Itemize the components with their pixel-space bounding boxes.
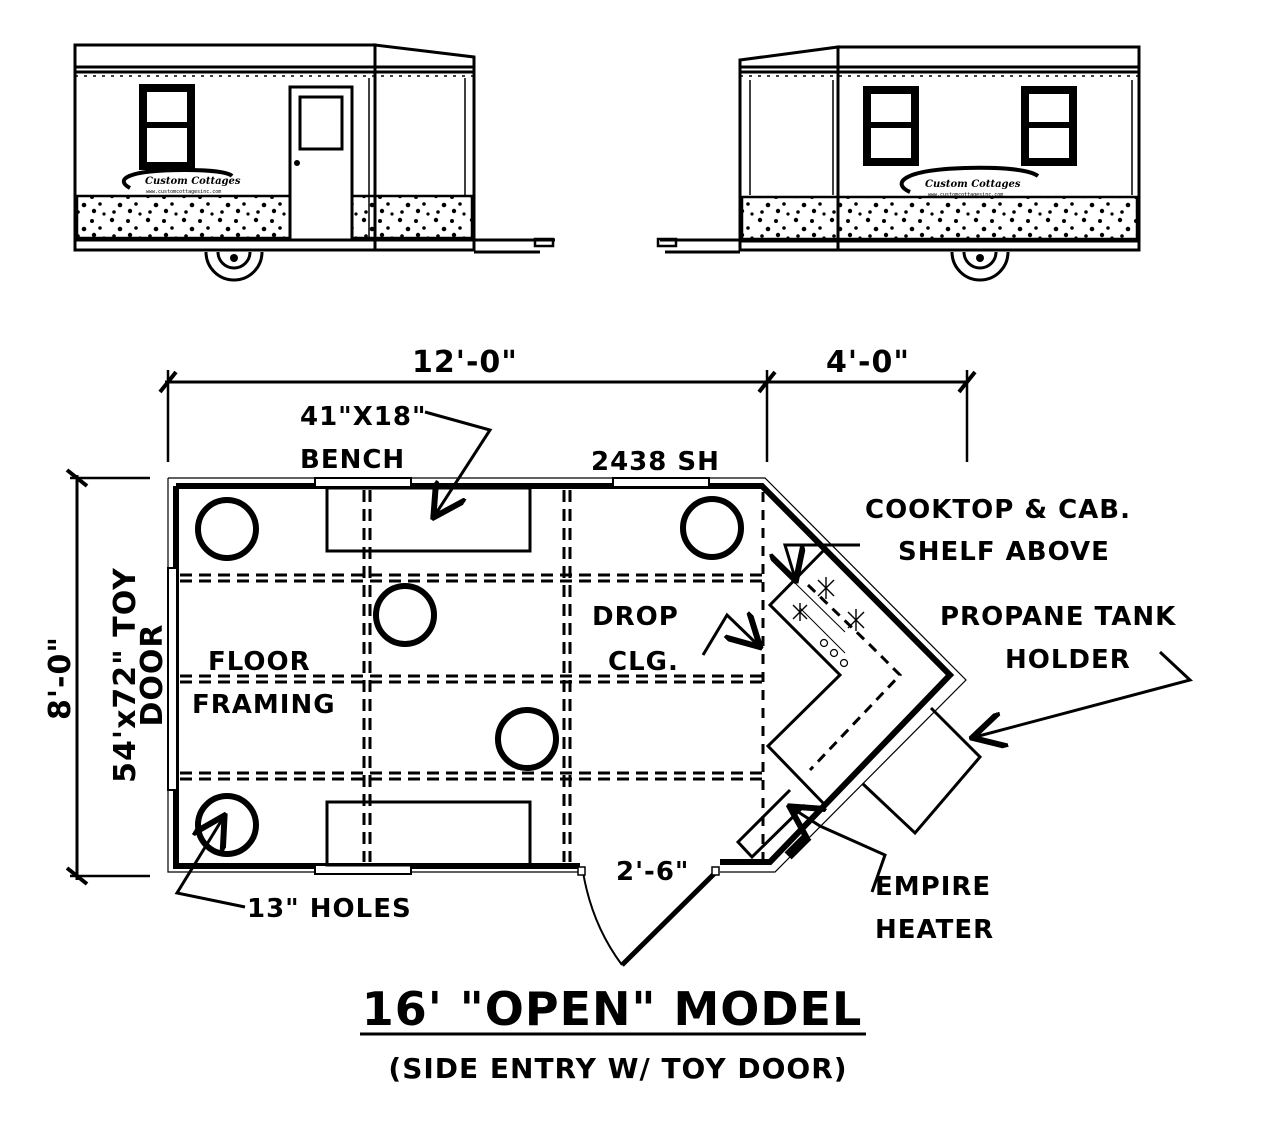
dimension-length-main: 12'-0" [412, 345, 518, 380]
label-toy-door-size: 54'x72" TOY [108, 567, 143, 783]
label-framing: FRAMING [192, 690, 336, 720]
label-clg: CLG. [608, 647, 679, 677]
label-toy-door: DOOR [135, 623, 170, 726]
bench-window [314, 477, 412, 488]
wheel-icon [204, 251, 264, 282]
label-empire: EMPIRE [875, 872, 991, 902]
label-window: 2438 SH [591, 447, 720, 477]
dimension-width: 8'-0" [43, 636, 78, 720]
label-bench-size: 41"X18" [300, 402, 427, 432]
title-subtitle: (SIDE ENTRY W/ TOY DOOR) [388, 1052, 847, 1085]
svg-text:www.customcottagesinc.com: www.customcottagesinc.com [928, 192, 1003, 198]
bench-top [325, 486, 532, 553]
left-elevation: Custom Cottages www.customcottagesinc.co… [73, 43, 555, 282]
wheel-icon [950, 251, 1010, 282]
entry-door-swing [577, 866, 720, 967]
svg-text:Custom Cottages: Custom Cottages [925, 179, 1021, 190]
label-floor: FLOOR [208, 647, 311, 677]
sh-window [612, 477, 710, 488]
brand-logo: Custom Cottages www.customcottagesinc.co… [121, 167, 241, 195]
cooktop-cabinet [735, 546, 983, 860]
label-cooktop: COOKTOP & CAB. [865, 495, 1131, 525]
brand-logo: Custom Cottages www.customcottagesinc.co… [899, 165, 1040, 198]
label-holder: HOLDER [1005, 645, 1131, 675]
label-heater: HEATER [875, 915, 994, 945]
annotations: 41"X18" BENCH 2438 SH 54'x72" TOY DOOR F… [108, 402, 1194, 945]
floor-plan [167, 477, 983, 967]
svg-text:www.customcottagesinc.com: www.customcottagesinc.com [146, 189, 221, 195]
dimension-length-nose: 4'-0" [826, 345, 910, 380]
drawing-title: 16' "OPEN" MODEL (SIDE ENTRY W/ TOY DOOR… [360, 982, 866, 1085]
title-main: 16' "OPEN" MODEL [362, 982, 863, 1036]
label-shelf-above: SHELF ABOVE [898, 537, 1110, 567]
right-elevation: Custom Cottages www.customcottagesinc.co… [656, 45, 1141, 282]
label-propane: PROPANE TANK [940, 602, 1176, 632]
dimension-lines: 12'-0" 4'-0" 8'-0" [43, 345, 977, 886]
label-holes: 13" HOLES [247, 894, 412, 924]
bench-bottom [325, 800, 532, 867]
svg-text:Custom Cottages: Custom Cottages [145, 176, 241, 187]
label-bench: BENCH [300, 445, 405, 475]
toy-door [167, 567, 178, 791]
label-drop: DROP [592, 602, 679, 632]
propane-holder [861, 706, 983, 836]
label-entry-door-width: 2'-6" [616, 857, 689, 887]
